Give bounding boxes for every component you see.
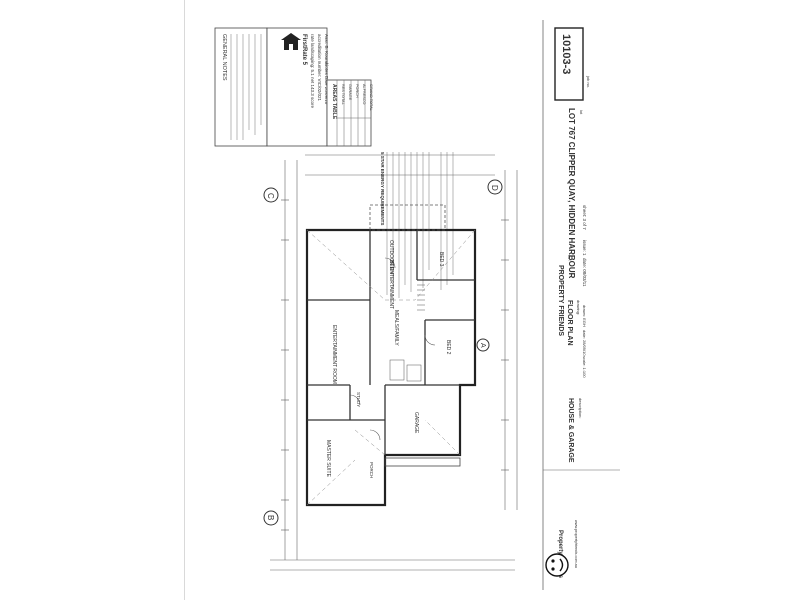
project-address: LOT 767 CLIPPER QUAY, HIDDEN HARBOUR	[567, 108, 576, 279]
room-bed-3: BED 3	[438, 252, 444, 267]
energy-title: 5 STAR ENERGY REQUIREMENTS	[380, 152, 385, 225]
general-notes-block: GENERAL NOTES	[214, 27, 268, 147]
description-label: description:	[578, 398, 583, 418]
room-porch: PORCH	[369, 462, 374, 478]
drawing-title: FLOOR PLAN	[566, 300, 573, 346]
general-notes-title: GENERAL NOTES	[221, 34, 227, 81]
room-meals-family: MEALS/FAMILY	[393, 310, 399, 346]
areas-table: AREAS TABLE RES TOTAL GARAGE PORCH ALFRE…	[326, 79, 373, 147]
description-value: HOUSE & GARAGE	[567, 398, 574, 463]
floor-plan-drawing: GENERAL NOTES FirstRate 5 rate landscapi…	[214, 20, 620, 590]
section-marker-d-label: D	[490, 185, 499, 191]
room-labels: ENTERTAINMENT ROOM OUTDOOR ENTERTAINMENT…	[325, 240, 451, 478]
area-label-garage: GARAGE	[348, 84, 352, 101]
room-bed-2: BED 2	[445, 340, 451, 355]
area-label-res-total: RES TOTAL	[341, 84, 345, 105]
accreditation-number: accreditation number: VIC/02/021	[317, 34, 322, 102]
room-study: STUDY	[356, 392, 361, 407]
house-icon	[281, 33, 301, 50]
section-markers: C D B A	[263, 179, 503, 526]
drawing-label: drawing:	[576, 300, 581, 315]
sheet-number: sheet: 3 of 7	[582, 205, 587, 230]
job-number: 10103-3	[560, 34, 572, 74]
firstrate-label: FirstRate 5	[301, 34, 307, 66]
job-number-label: job no.	[586, 75, 591, 88]
drawn-by: drawn: EGH	[582, 305, 587, 327]
area-label-alfresco: ALFRESCO	[362, 84, 366, 105]
drawing-sheet: GENERAL NOTES FirstRate 5 rate landscapi…	[185, 0, 620, 600]
room-master-suite: MASTER SUITE	[325, 440, 331, 478]
section-marker-d	[487, 179, 503, 195]
room-garage: GARAGE	[413, 412, 419, 434]
firstrate-block: FirstRate 5 rate landscaping: 5.1 net 14…	[266, 27, 329, 147]
drawing-scale: scale: 1:100	[582, 356, 587, 378]
issue-date: date: 08/03/11	[582, 258, 587, 287]
floor-plan	[270, 154, 518, 571]
dimension-lines	[270, 154, 518, 571]
section-marker-b	[263, 510, 279, 526]
area-label-grand-total: GRAND TOTAL	[369, 84, 373, 111]
section-marker-c	[263, 187, 279, 203]
section-marker-a	[476, 338, 490, 352]
smiley-logo-icon	[545, 553, 569, 577]
title-block: 10103-3 job no. lot LOT 767 CLIPPER QUAY…	[542, 20, 620, 590]
drawn-date: date: 28/09/10	[582, 330, 587, 356]
areas-table-title: AREAS TABLE	[331, 84, 337, 120]
firstrate-line1: rate landscaping: 5.1 net 143.3 score	[310, 34, 315, 109]
client-name: PROPERTY FRIENDS	[557, 265, 564, 336]
room-bed-4: BED 4	[388, 260, 394, 275]
job-number-box	[554, 27, 584, 101]
section-marker-a-label: A	[479, 343, 486, 348]
assessor-line: Assr: B. Kourakiotes Date 28/09/10	[324, 34, 329, 105]
area-label-porch: PORCH	[355, 84, 359, 98]
room-outdoor-entertainment: OUTDOOR ENTERTAINMENT	[388, 240, 394, 309]
issue-number: issue: 1	[582, 240, 587, 256]
client-prefix: for:	[567, 255, 572, 261]
company-details: www.propertyfriends.com.au	[574, 520, 578, 568]
room-entertainment: ENTERTAINMENT ROOM	[331, 325, 337, 384]
section-marker-c-label: C	[266, 193, 275, 199]
section-marker-b-label: B	[266, 515, 275, 520]
page-edge	[184, 0, 185, 600]
project-prefix: lot	[579, 110, 584, 115]
